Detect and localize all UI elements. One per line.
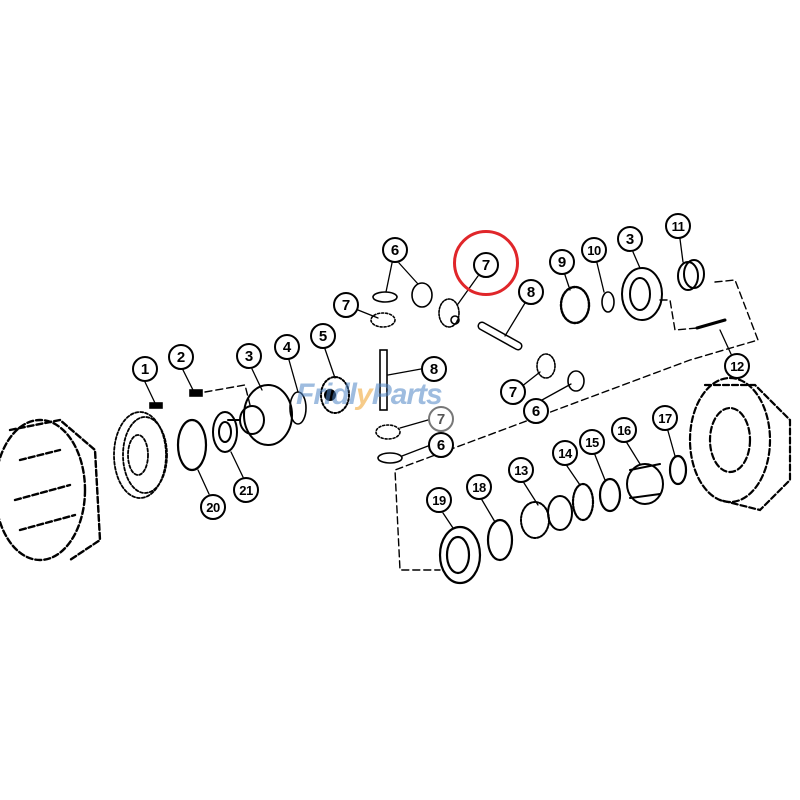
- callout-c21[interactable]: 21: [233, 477, 259, 503]
- case-3-part: [227, 384, 293, 446]
- case-3b-part: [621, 267, 663, 321]
- gear-5-part: [320, 376, 350, 414]
- shim-10-part: [601, 291, 615, 313]
- callout-c6b[interactable]: 6: [428, 432, 454, 458]
- ring-15-part: [598, 477, 622, 513]
- thrust-bearing-14-part: [571, 482, 595, 522]
- washer-6-part: [372, 291, 398, 303]
- spring-11-part: [677, 259, 705, 291]
- callout-c9[interactable]: 9: [549, 249, 575, 275]
- left-housing-part: [0, 418, 102, 562]
- callout-c5[interactable]: 5: [310, 323, 336, 349]
- bolt-2-part: [189, 389, 203, 397]
- callout-c6a[interactable]: 6: [382, 237, 408, 263]
- callout-c13[interactable]: 13: [508, 457, 534, 483]
- right-housing-part: [688, 376, 792, 512]
- callout-c3a[interactable]: 3: [236, 343, 262, 369]
- assembly-guide-lines: [204, 279, 759, 571]
- washer-6d-part: [377, 452, 403, 464]
- bearing-16-part: [626, 463, 664, 505]
- callout-c17[interactable]: 17: [652, 405, 678, 431]
- snap-ring-20-part: [176, 418, 208, 472]
- callout-c8a[interactable]: 8: [518, 279, 544, 305]
- gear-7d-part: [536, 353, 556, 379]
- ring-18-part: [486, 518, 514, 562]
- callout-c7b[interactable]: 7: [473, 252, 499, 278]
- callout-c10[interactable]: 10: [581, 237, 607, 263]
- callout-c18[interactable]: 18: [466, 474, 492, 500]
- bearing-21-part: [212, 411, 238, 453]
- washer-6b-part: [411, 282, 433, 308]
- leader-lines: [144, 238, 732, 529]
- ring-17-part: [668, 454, 688, 486]
- pinion-7-highlighted-part: [438, 298, 460, 328]
- case-19-part: [438, 525, 482, 585]
- callout-c14[interactable]: 14: [552, 440, 578, 466]
- callout-c12[interactable]: 12: [724, 353, 750, 379]
- washer-6c-part: [567, 370, 585, 392]
- ring-gear-part: [113, 411, 168, 499]
- shaft-8b-part: [379, 349, 388, 411]
- callout-c6c[interactable]: 6: [523, 398, 549, 424]
- pin-1-part: [149, 402, 163, 409]
- callout-c2[interactable]: 2: [168, 344, 194, 370]
- callout-c1[interactable]: 1: [132, 356, 158, 382]
- callout-c20[interactable]: 20: [200, 494, 226, 520]
- bolt-12-part: [695, 318, 727, 330]
- gear-7c-part: [375, 424, 401, 440]
- callout-c8b[interactable]: 8: [421, 356, 447, 382]
- callout-c7a[interactable]: 7: [333, 292, 359, 318]
- callout-c3b[interactable]: 3: [617, 226, 643, 252]
- callout-c4[interactable]: 4: [274, 334, 300, 360]
- gear-7-part: [370, 312, 396, 328]
- side-gear-9-part: [559, 285, 591, 325]
- shaft-8-part: [477, 321, 523, 351]
- clutch-13-part: [520, 495, 573, 539]
- callout-c19[interactable]: 19: [426, 487, 452, 513]
- callout-c7c[interactable]: 7: [428, 406, 454, 432]
- callout-c7d[interactable]: 7: [500, 379, 526, 405]
- callout-c16[interactable]: 16: [611, 417, 637, 443]
- callout-c11[interactable]: 11: [665, 213, 691, 239]
- callout-c15[interactable]: 15: [579, 429, 605, 455]
